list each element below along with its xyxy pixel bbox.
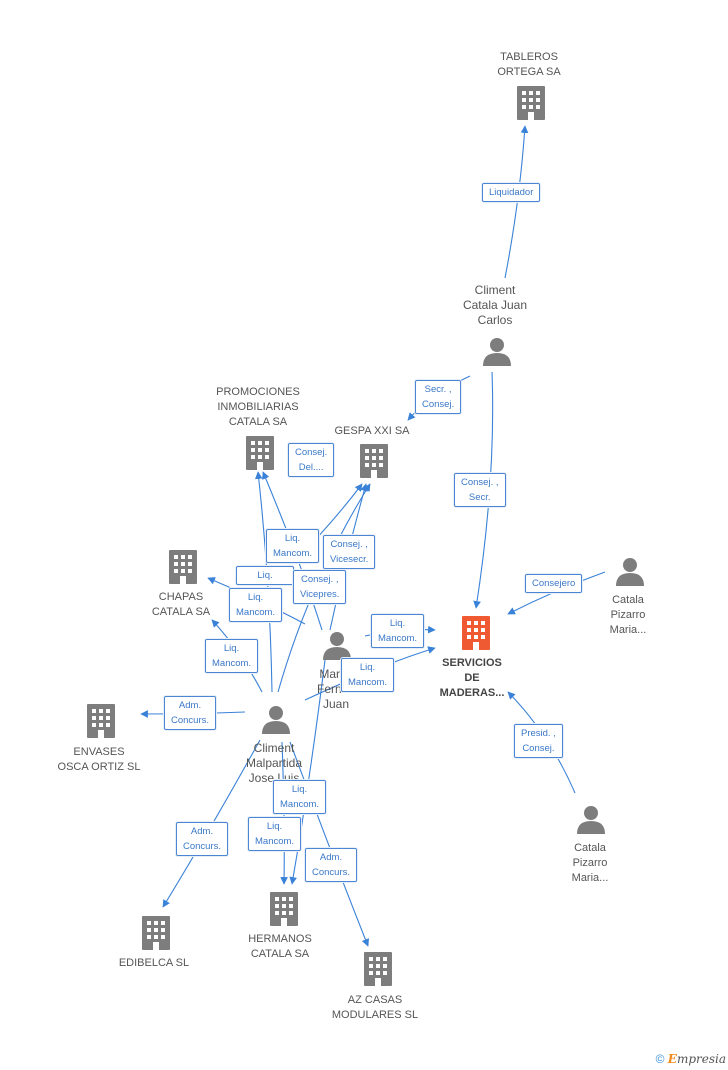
role-badge-liq-mancom-5[interactable]: Liq. Mancom.	[341, 658, 395, 692]
role-badge-adm-concurs-3[interactable]: Adm. Concurs.	[305, 848, 358, 882]
edge-martin-hermanos	[289, 659, 326, 885]
brand-logo: Empresia	[668, 1052, 726, 1066]
hermanos-building-icon	[270, 892, 298, 926]
node-label-azcasas[interactable]: AZ CASAS MODULARES SL	[331, 994, 419, 1021]
role-badge-liq-mancom-2[interactable]: Liq. Mancom.	[229, 588, 283, 622]
servicios-building-icon	[462, 616, 490, 650]
node-label-tableros[interactable]: TABLEROS ORTEGA SA	[497, 51, 561, 78]
tableros-building-icon	[517, 86, 545, 120]
role-badge-liq-mancom-6[interactable]: Liq. Mancom.	[273, 780, 327, 814]
brand-name: mpresia	[676, 1052, 726, 1066]
edge-jose-hermanos	[280, 741, 288, 885]
role-badge-liq-mancom-1[interactable]: Liq. Mancom.	[266, 529, 320, 563]
node-label-catala-2[interactable]: Catala Pizarro Maria...	[571, 842, 609, 884]
role-badge-secr-consej[interactable]: Secr. , Consej.	[415, 380, 462, 414]
role-badge-liq-mancom-7[interactable]: Liq. Mancom.	[248, 817, 302, 851]
catala-1-person-icon	[616, 558, 644, 586]
role-badge-adm-concurs-2[interactable]: Adm. Concurs.	[176, 822, 229, 856]
climent-carlos-person-icon	[483, 338, 511, 366]
role-badge-consej-secr[interactable]: Consej. , Secr.	[454, 473, 506, 507]
node-label-gespa[interactable]: GESPA XXI SA	[334, 425, 410, 437]
focus-company	[462, 616, 490, 650]
envases-building-icon	[87, 704, 115, 738]
role-badge-liq[interactable]: Liq.	[236, 566, 294, 585]
role-badge-presid-consej[interactable]: Presid. , Consej.	[514, 724, 563, 758]
copyright-icon: ©	[655, 1052, 665, 1066]
node-label-promociones[interactable]: PROMOCIONES INMOBILIARIAS CATALA SA	[216, 386, 300, 428]
role-badge-consej-vicepres[interactable]: Consej. , Vicepres.	[293, 570, 347, 604]
role-badge-liquidador[interactable]: Liquidador	[482, 183, 541, 202]
edge-carlos-tableros	[504, 125, 529, 279]
catala-2-person-icon	[577, 806, 605, 834]
gespa-building-icon	[360, 444, 388, 478]
role-badge-liq-mancom-4[interactable]: Liq. Mancom.	[205, 639, 259, 673]
footer-brand[interactable]: © Empresia	[656, 1052, 726, 1066]
edibelca-building-icon	[142, 916, 170, 950]
node-label-servicios[interactable]: SERVICIOS DE MADERAS...	[439, 657, 505, 699]
node-label-catala-1[interactable]: Catala Pizarro Maria...	[609, 594, 647, 636]
node-label-climent-carlos[interactable]: Climent Catala Juan Carlos	[462, 283, 528, 327]
chapas-building-icon	[169, 550, 197, 584]
node-label-edibelca[interactable]: EDIBELCA SL	[118, 957, 190, 969]
node-label-chapas[interactable]: CHAPAS CATALA SA	[151, 591, 211, 618]
role-badge-adm-concurs-1[interactable]: Adm. Concurs.	[164, 696, 217, 730]
node-label-envases[interactable]: ENVASES OSCA ORTIZ SL	[57, 746, 141, 773]
role-badge-consej-del[interactable]: Consej. Del....	[288, 443, 335, 477]
role-badge-consej-vicesecr[interactable]: Consej. , Vicesecr.	[323, 535, 376, 569]
promociones-building-icon	[246, 436, 274, 470]
role-badge-consejero[interactable]: Consejero	[525, 574, 583, 593]
edge-jose-azcasas	[289, 741, 370, 947]
azcasas-building-icon	[364, 952, 392, 986]
brand-initial: E	[667, 1052, 677, 1066]
role-badge-liq-mancom-3[interactable]: Liq. Mancom.	[371, 614, 425, 648]
node-label-hermanos[interactable]: HERMANOS CATALA SA	[248, 933, 312, 960]
martin-person-icon	[323, 632, 351, 660]
